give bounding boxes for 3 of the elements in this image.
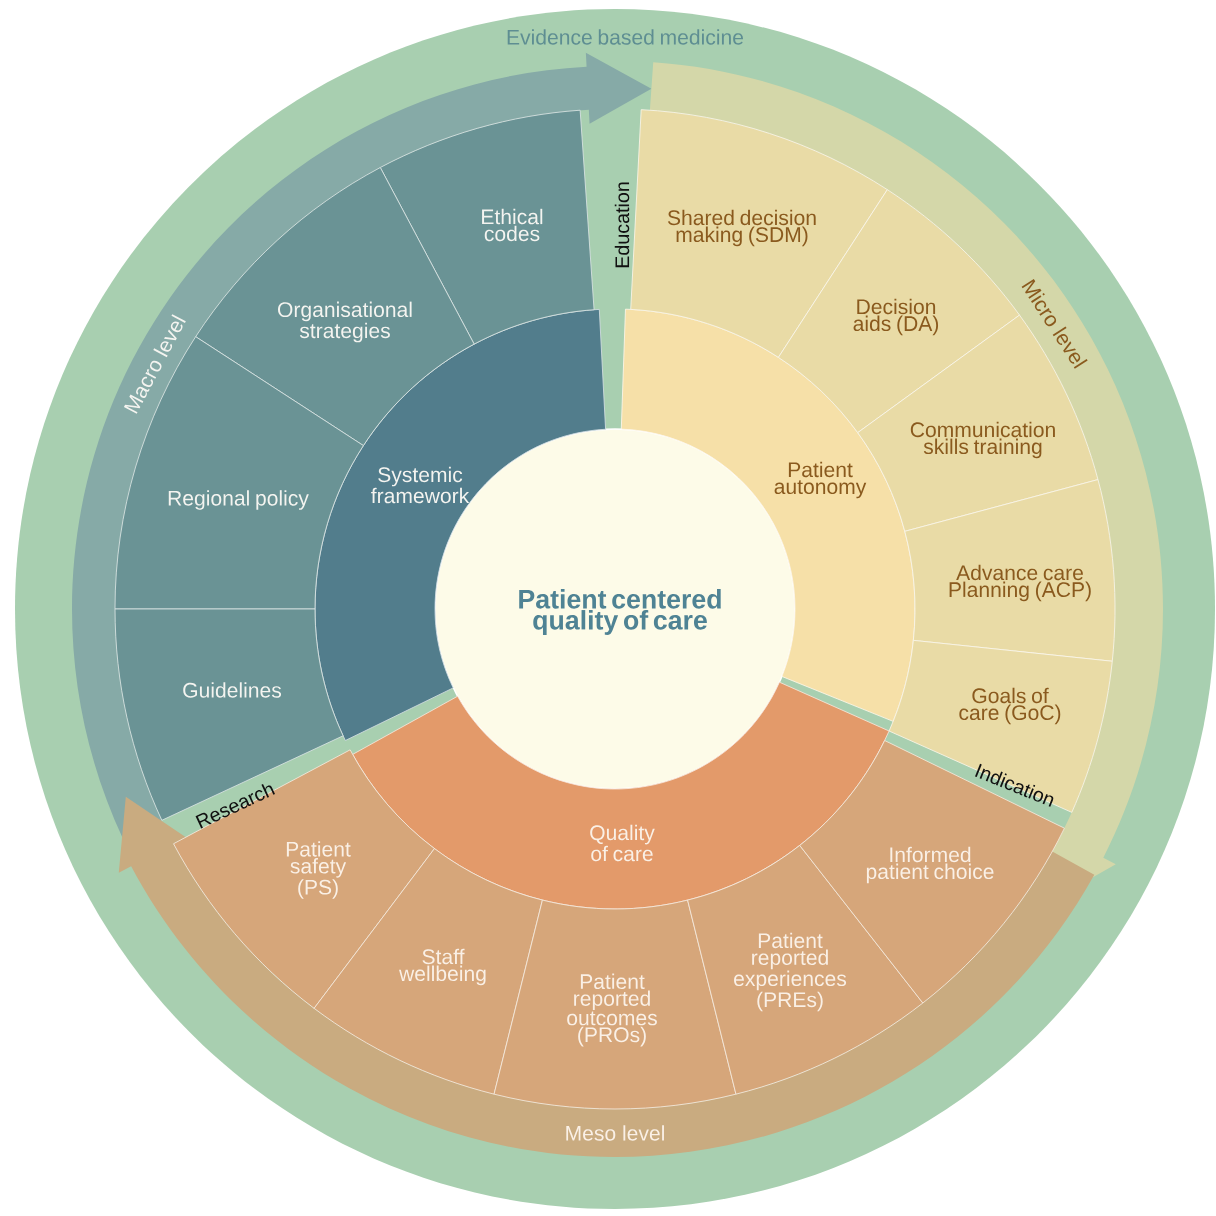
gap-label: Education [614, 182, 630, 268]
ring-segment: Advance care Planning (ACP) [904, 479, 1116, 662]
ring-segment: Organisational strategies [195, 167, 475, 447]
